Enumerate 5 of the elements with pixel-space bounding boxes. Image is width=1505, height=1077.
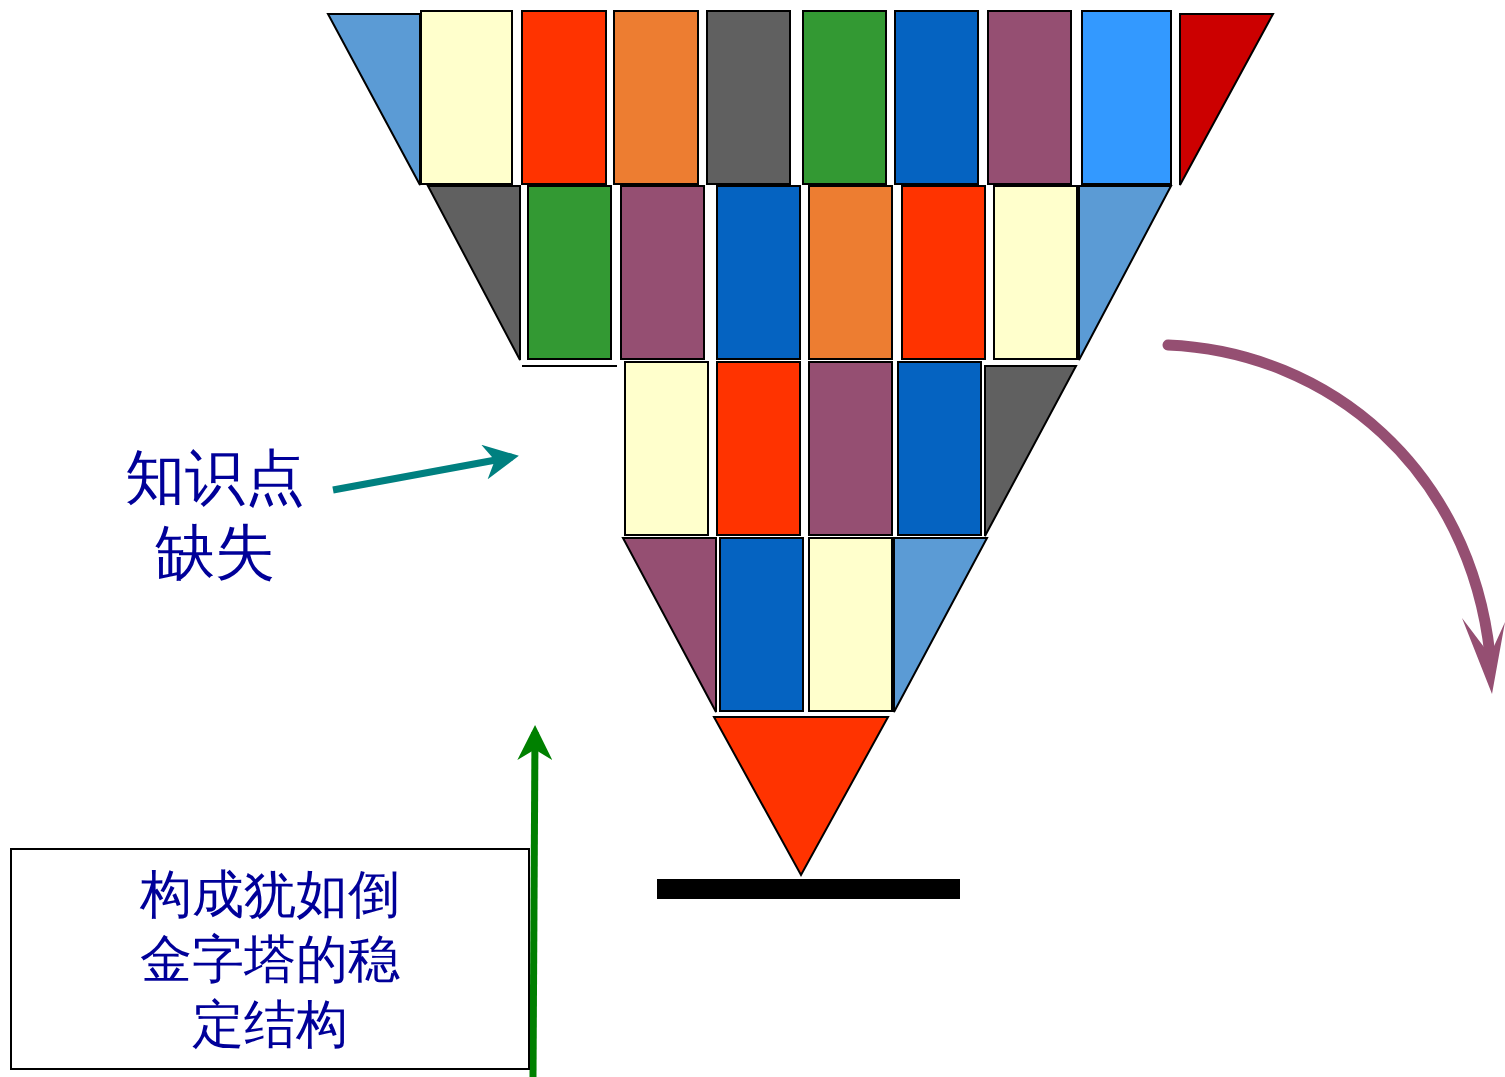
annotation-text: 知识点缺失 — [105, 440, 325, 590]
box-text: 构成犹如倒金字塔的稳定结构 — [139, 862, 401, 1056]
text-box — [10, 848, 530, 1070]
arrow — [517, 725, 553, 1077]
arrow — [332, 444, 519, 494]
